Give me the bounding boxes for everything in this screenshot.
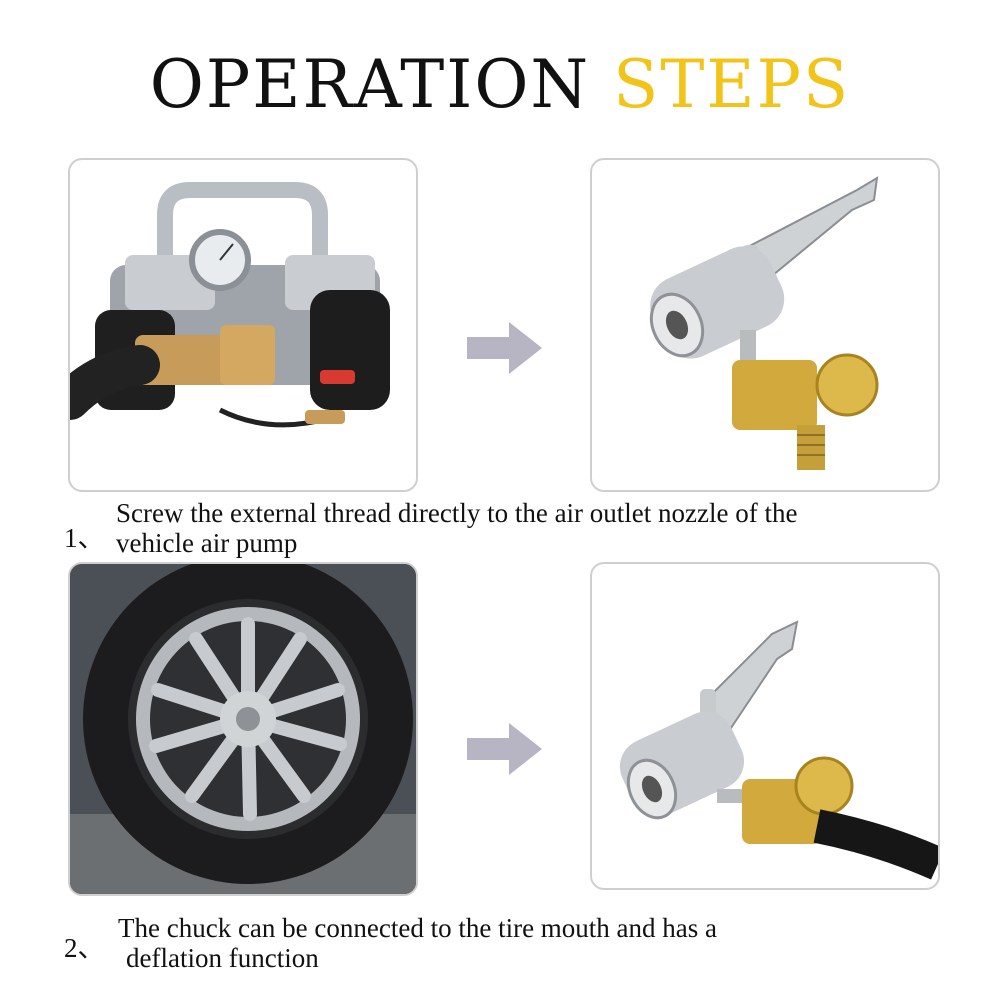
step-2-text-line-1: The chuck can be connected to the tire m… (118, 913, 718, 943)
chuck-hose-image-panel (590, 562, 940, 890)
step-1-text-line-1: Screw the external thread directly to th… (116, 498, 798, 528)
title-word-steps: STEPS (613, 46, 851, 123)
air-chuck-illustration (649, 176, 879, 470)
air-pump-illustration (70, 182, 390, 428)
step-1-number: 1、 (64, 523, 105, 553)
tire-image-panel (68, 562, 418, 896)
tire-illustration (70, 564, 416, 894)
title-word-operation: OPERATION (149, 46, 591, 123)
step-1-text-line-2: vehicle air pump (116, 528, 298, 558)
page-title: OPERATION STEPS (0, 52, 1000, 118)
air-chuck-hose-illustration (619, 620, 938, 880)
arrow-right-icon (467, 322, 542, 374)
step-2-text-line-2: deflation function (126, 943, 319, 973)
step-2-number: 2、 (64, 933, 105, 963)
air-pump-image-panel (68, 158, 418, 492)
arrow-right-icon (467, 723, 542, 775)
chuck-threaded-image-panel (590, 158, 940, 492)
